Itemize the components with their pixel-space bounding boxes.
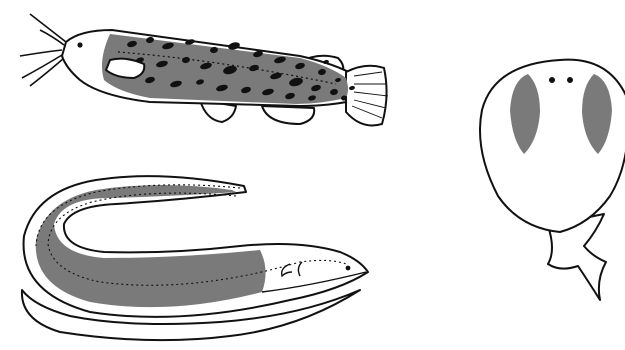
catfish-caudal-fin bbox=[346, 66, 387, 126]
catfish-eye bbox=[77, 42, 82, 47]
ray-eye-left bbox=[549, 77, 555, 83]
eel-eye bbox=[346, 266, 351, 271]
ray-eye-right bbox=[567, 77, 573, 83]
